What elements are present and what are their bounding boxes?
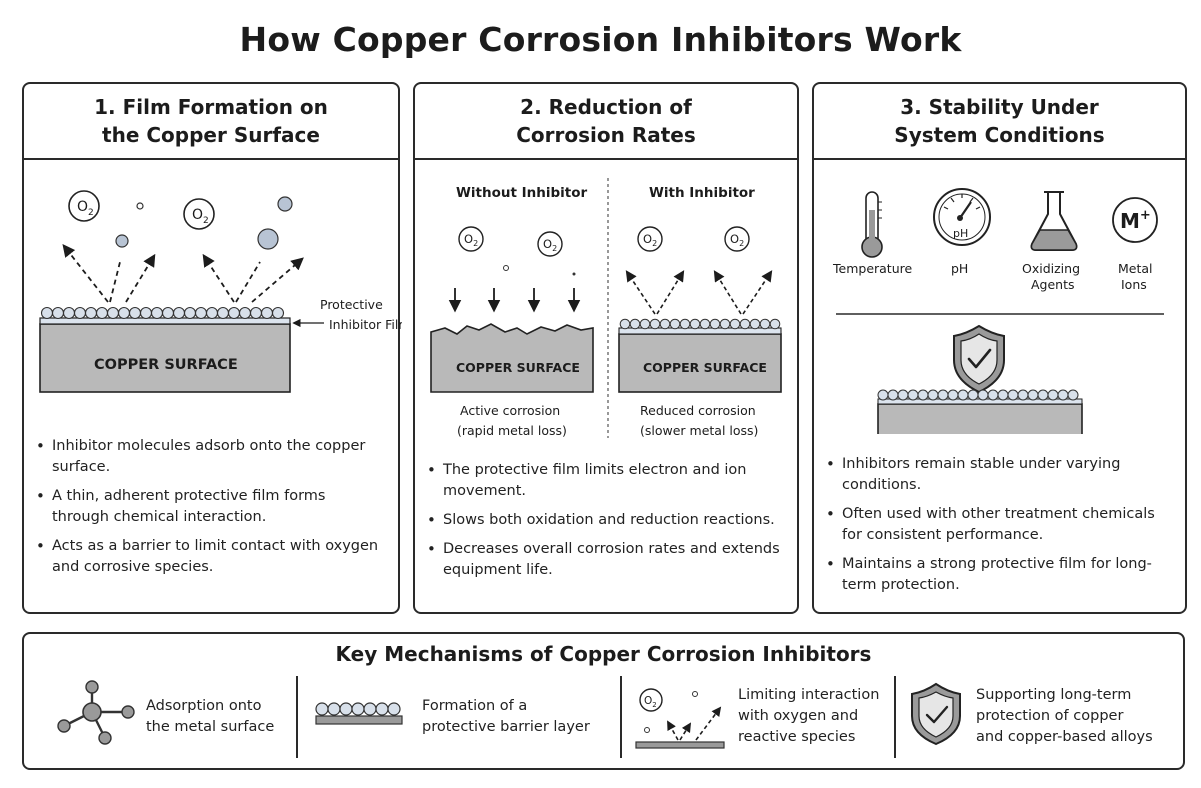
mechanism-divider <box>296 676 298 758</box>
left-caption-2: (rapid metal loss) <box>457 423 567 438</box>
key-mechanisms-panel: Key Mechanisms of Copper Corrosion Inhib… <box>22 632 1185 770</box>
deflection-arrows <box>62 244 304 303</box>
film-label-line2: Inhibitor Film <box>329 317 402 332</box>
mechanism-divider <box>894 676 896 758</box>
protective-film-layer <box>39 317 291 325</box>
right-caption-2: (slower metal loss) <box>640 423 758 438</box>
bullet-item: Often used with other treatment chemical… <box>826 504 1172 546</box>
panel-1-bullets: Inhibitor molecules adsorb onto the copp… <box>36 436 386 586</box>
film-label-line1: Protective <box>320 297 383 312</box>
svg-text:O2: O2 <box>192 207 209 226</box>
condition-label-oxidizing-1: Oxidizing <box>1022 261 1080 276</box>
svg-text:O2: O2 <box>644 695 657 709</box>
panel-film-formation: 1. Film Formation on the Copper Surface … <box>22 82 402 614</box>
svg-text:pH: pH <box>953 227 968 240</box>
inhibitor-molecule-row <box>40 306 285 320</box>
condition-label-metal-2: Ions <box>1121 277 1147 292</box>
mechanism-label-long-term: Supporting long-term protection of coppe… <box>976 687 1153 745</box>
film-formation-diagram: O2 O2 <box>39 190 402 393</box>
bubble-icon <box>503 265 509 271</box>
svg-text:O2: O2 <box>77 199 94 218</box>
attack-arrows <box>448 288 581 313</box>
bubble-icon <box>257 228 279 250</box>
oxygen-molecule-icon: O2 <box>183 198 215 230</box>
bullet-item: A thin, adherent protective film forms t… <box>36 486 386 528</box>
flask-icon <box>1030 191 1078 251</box>
panel-3-bullets: Inhibitors remain stable under varying c… <box>826 454 1172 604</box>
bullet-item: Inhibitors remain stable under varying c… <box>826 454 1172 496</box>
panel-3-header: 3. Stability Under System Conditions <box>814 84 1185 160</box>
inhibitor-molecule-row <box>619 318 781 330</box>
metal-ion-icon: M+ <box>1112 197 1158 243</box>
svg-text:O2: O2 <box>730 232 744 248</box>
condition-label-temperature: Temperature <box>832 261 912 276</box>
protective-film-layer <box>618 327 782 335</box>
panel-reduction-rates: 2. Reduction of Corrosion Rates Without … <box>413 82 799 614</box>
panel-1-title: 1. Film Formation on the Copper Surface <box>94 95 328 147</box>
oxygen-molecule-icon: O2 <box>458 226 484 252</box>
panel-stability: 3. Stability Under System Conditions <box>812 82 1187 614</box>
bubble-icon <box>136 202 144 210</box>
corroded-surface-block <box>430 323 594 393</box>
shield-check-icon <box>953 324 1005 394</box>
page-title: How Copper Corrosion Inhibitors Work <box>239 20 962 59</box>
condition-label-oxidizing-2: Agents <box>1031 277 1075 292</box>
bubble-icon <box>572 272 576 276</box>
bullet-item: The protective film limits electron and … <box>427 460 785 502</box>
svg-text:O2: O2 <box>543 237 557 253</box>
surface-label: COPPER SURFACE <box>94 357 238 373</box>
mechanism-label-adsorption: Adsorption onto the metal surface <box>146 698 275 735</box>
protected-surface-block <box>618 333 782 393</box>
bullet-item: Inhibitor molecules adsorb onto the copp… <box>36 436 386 478</box>
oxygen-molecule-icon: O2 <box>68 190 100 222</box>
deflection-arrows <box>625 270 773 315</box>
surface-label: COPPER SURFACE <box>643 360 767 375</box>
svg-text:M+: M+ <box>1120 208 1151 233</box>
mechanism-label-limiting: Limiting interaction with oxygen and rea… <box>738 687 880 745</box>
condition-label-ph: pH <box>951 261 968 276</box>
panel-2-header: 2. Reduction of Corrosion Rates <box>415 84 797 160</box>
svg-text:O2: O2 <box>643 232 657 248</box>
panel-2-bullets: The protective film limits electron and … <box>427 460 785 589</box>
bullet-item: Decreases overall corrosion rates and ex… <box>427 539 785 581</box>
corrosion-comparison-diagram: Without Inhibitor With Inhibitor O2 O2 C… <box>430 178 782 438</box>
barrier-layer-icon <box>315 702 403 725</box>
copper-surface-block <box>39 323 291 393</box>
oxygen-deflection-icon: O2 <box>635 688 725 749</box>
inhibitor-molecule-row <box>877 389 1079 401</box>
svg-text:O2: O2 <box>464 232 478 248</box>
oxygen-molecule-icon: O2 <box>537 231 563 257</box>
bubble-icon <box>115 234 129 248</box>
mechanism-divider <box>620 676 622 758</box>
panel-2-title: 2. Reduction of Corrosion Rates <box>516 95 696 147</box>
bullet-item: Slows both oxidation and reduction react… <box>427 510 785 531</box>
panel-1-header: 1. Film Formation on the Copper Surface <box>24 84 398 160</box>
protected-surface-block <box>877 403 1083 434</box>
panel-3-title: 3. Stability Under System Conditions <box>894 95 1105 147</box>
ph-gauge-icon: pH <box>933 188 991 246</box>
surface-label: COPPER SURFACE <box>456 360 580 375</box>
stability-diagram: pH M+ Temperature pH Oxidizing Agents Me… <box>832 188 1164 434</box>
thermometer-icon <box>861 191 883 258</box>
molecule-icon <box>57 680 135 745</box>
with-inhibitor-heading: With Inhibitor <box>649 185 755 201</box>
bullet-item: Maintains a strong protective film for l… <box>826 554 1172 596</box>
bubble-icon <box>277 196 293 212</box>
right-caption-1: Reduced corrosion <box>640 403 756 418</box>
condition-label-metal-1: Metal <box>1118 261 1153 276</box>
bullet-item: Acts as a barrier to limit contact with … <box>36 536 386 578</box>
key-mechanisms-title: Key Mechanisms of Copper Corrosion Inhib… <box>335 642 872 666</box>
left-caption-1: Active corrosion <box>460 403 560 418</box>
without-inhibitor-heading: Without Inhibitor <box>456 185 588 201</box>
oxygen-molecule-icon: O2 <box>724 226 750 252</box>
oxygen-molecule-icon: O2 <box>637 226 663 252</box>
shield-check-icon <box>911 682 961 746</box>
mechanism-label-barrier: Formation of a protective barrier layer <box>422 698 590 735</box>
